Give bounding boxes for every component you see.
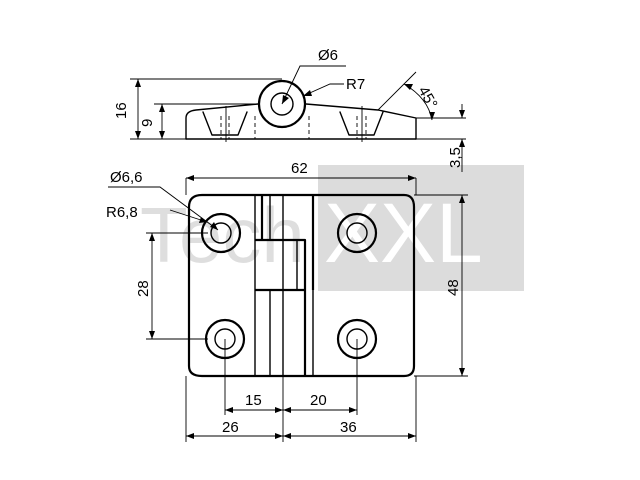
label-hole-diameter: Ø6,6	[110, 169, 143, 186]
label-knuckle-radius: R7	[346, 76, 365, 93]
front-view: Ø6,6 R6,8 62 48 28 15 20 26 36	[106, 160, 468, 442]
label-pin-hole-diameter: Ø6	[318, 47, 338, 64]
watermark-brand-prefix: Tech	[140, 191, 305, 279]
hole-top-right-inner	[346, 222, 368, 244]
dim-thickness: 3,5	[447, 147, 464, 168]
dim-left-hole-to-axis: 15	[245, 392, 262, 409]
label-counterbore-radius: R6,8	[106, 204, 138, 221]
dim-overall-height: 16	[113, 102, 130, 119]
watermark-box	[318, 165, 524, 291]
dim-right-hole-to-axis: 20	[310, 392, 327, 409]
hole-top-left-inner	[210, 222, 232, 244]
dim-right-leaf-width: 36	[340, 419, 357, 436]
label-chamfer-angle: 45°	[415, 84, 441, 112]
watermark-brand-suffix: XXL	[324, 186, 483, 280]
dim-overall-width: 62	[291, 160, 308, 177]
hole-top-right-outer	[336, 212, 378, 254]
hinge-outline	[187, 193, 416, 378]
dim-overall-height: 48	[445, 279, 462, 296]
dim-leaf-height: 9	[139, 119, 156, 127]
side-view: 16 9 Ø6 R7 45° 3,5	[113, 47, 466, 172]
watermark: Tech XXL	[140, 165, 524, 291]
pin-hole	[270, 92, 294, 116]
dim-hole-vertical-pitch: 28	[135, 280, 152, 297]
dim-left-leaf-width: 26	[222, 419, 239, 436]
knuckle-outline	[257, 79, 307, 129]
